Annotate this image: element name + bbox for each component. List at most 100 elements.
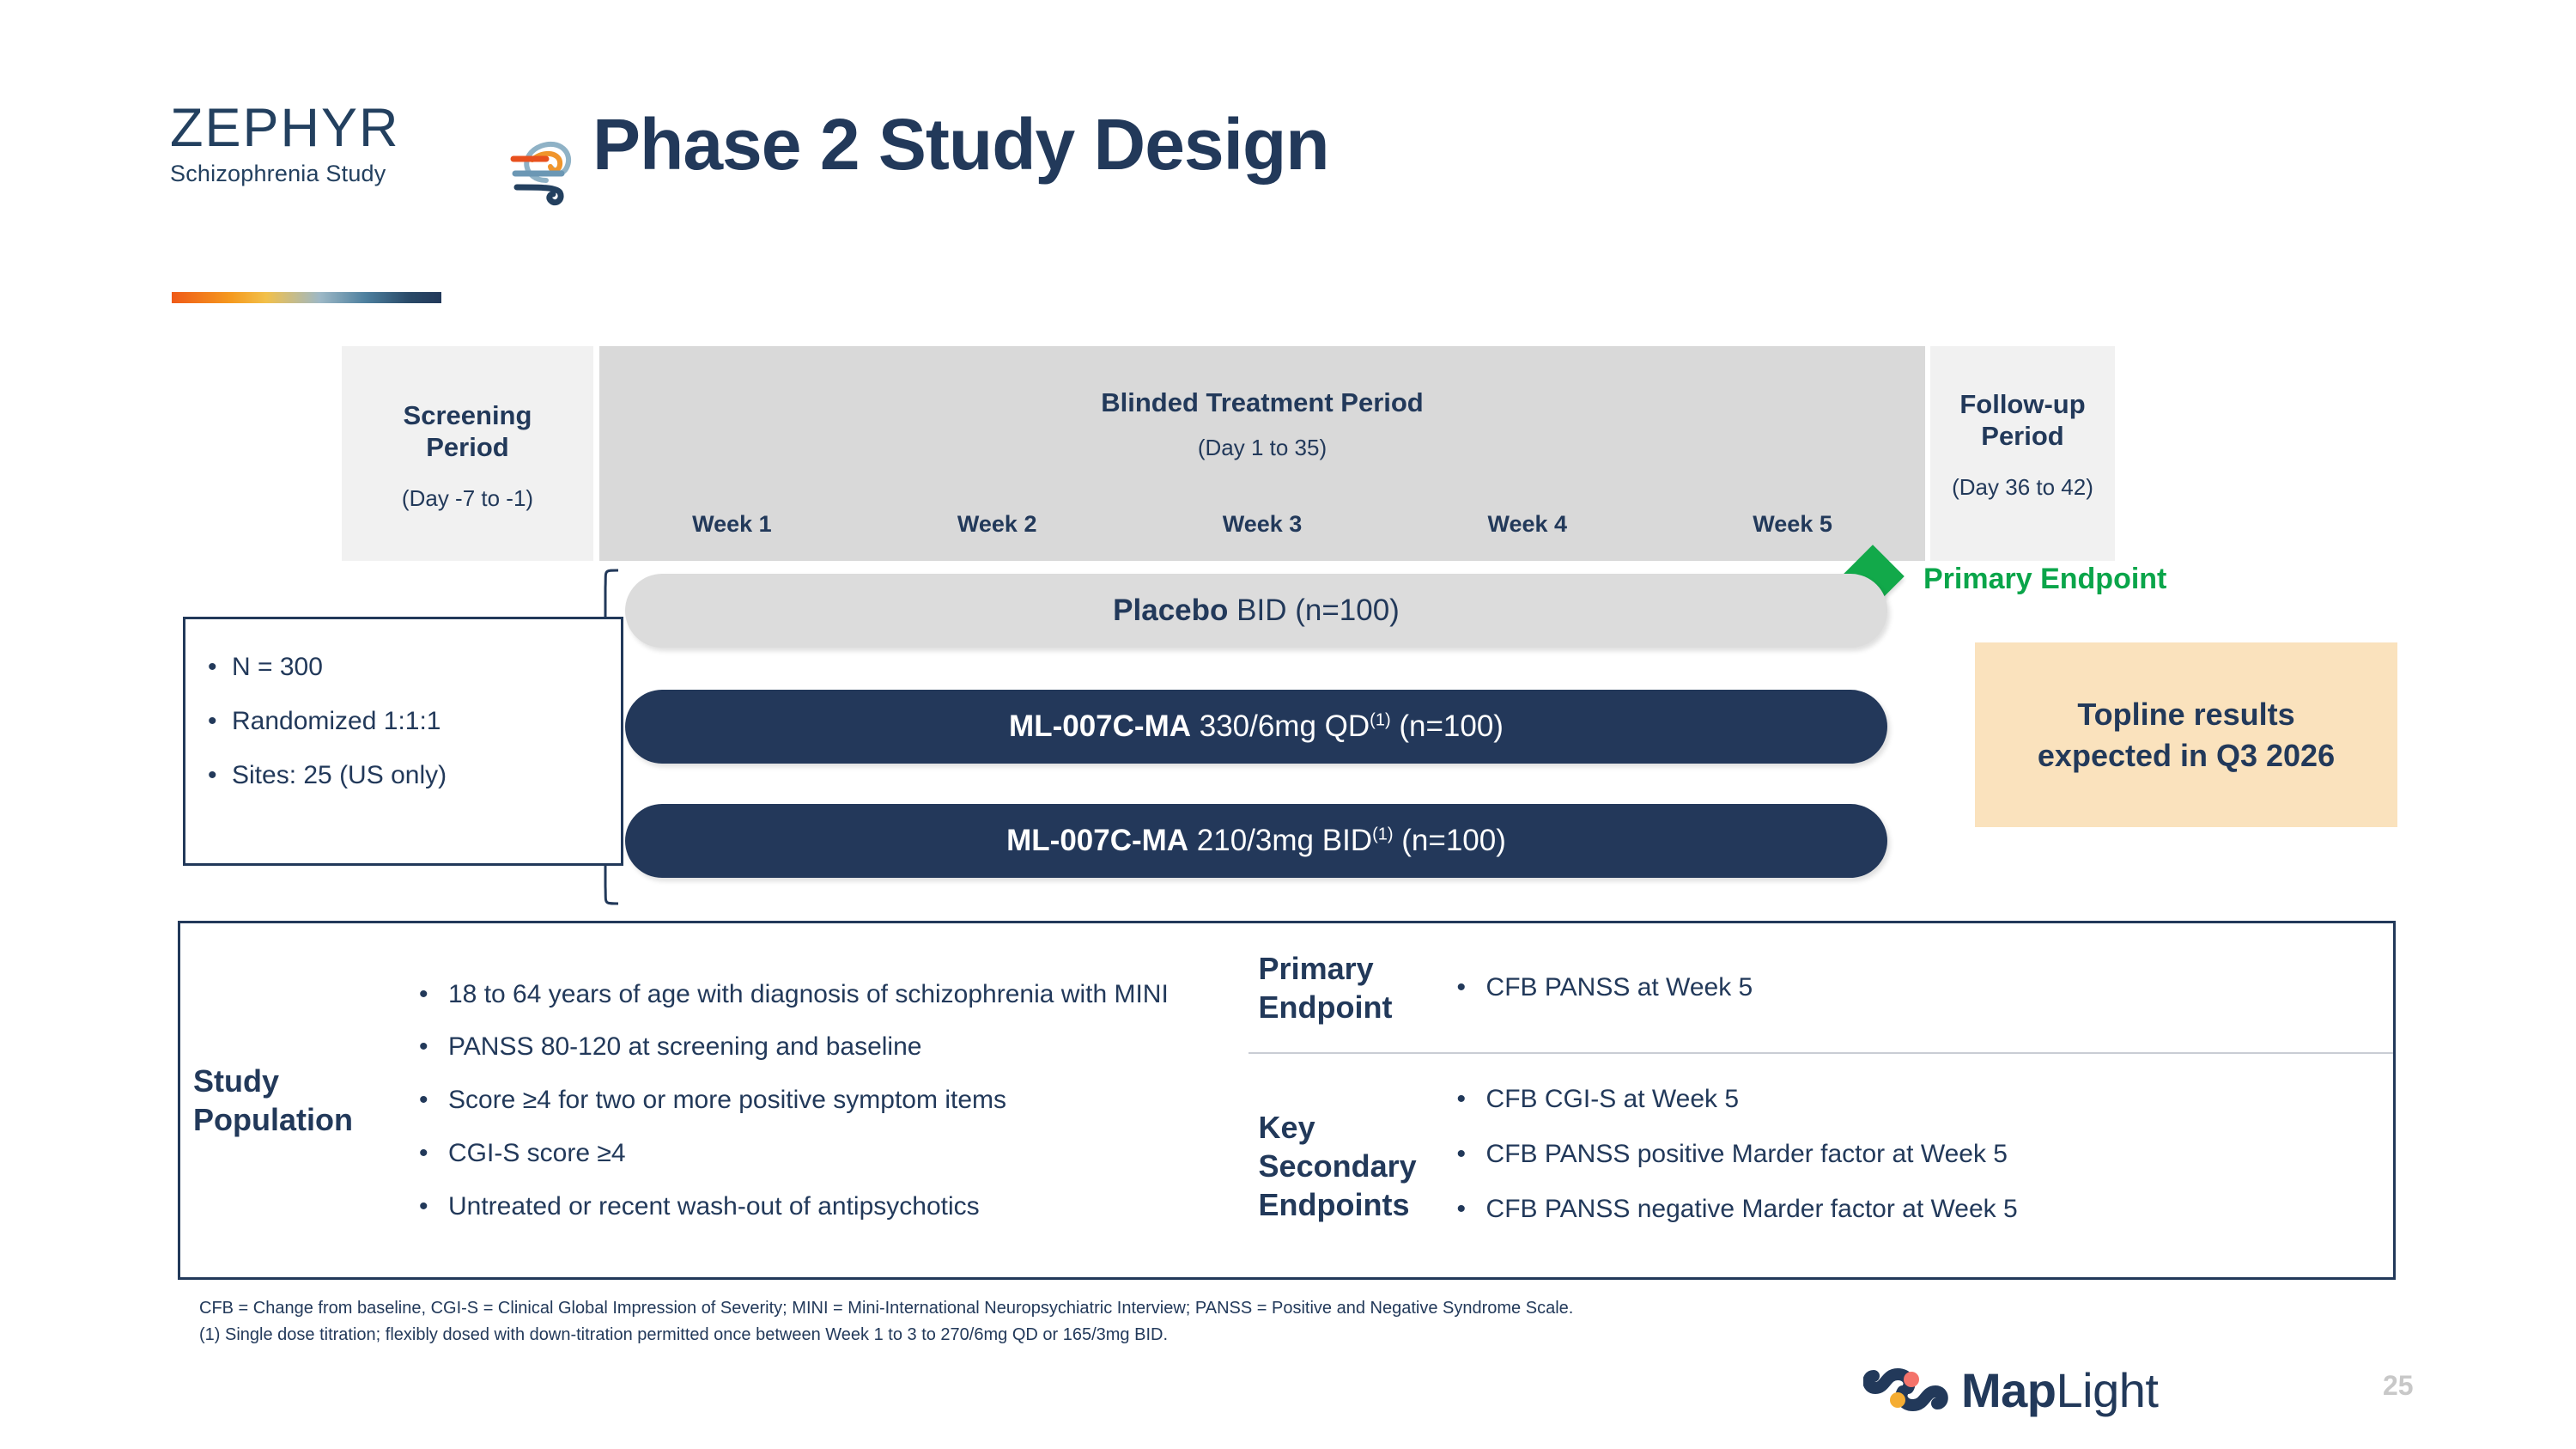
page-number: 25 [2383, 1370, 2414, 1401]
list-item: • CFB CGI-S at Week 5 [1457, 1083, 2393, 1116]
week-label: Week 1 [692, 511, 772, 537]
study-timeline: Screening Period (Day -7 to -1) Blinded … [342, 346, 2115, 561]
timeline-blinded-treatment-period: Blinded Treatment Period (Day 1 to 35) W… [599, 346, 1925, 561]
table-row-primary-endpoint: Primary Endpoint •CFB PANSS at Week 5 [1249, 923, 2393, 1052]
topline-line1: Topline results [2077, 696, 2295, 732]
arm-detail: 210/3mg BID [1188, 824, 1373, 857]
bullet-text: CFB PANSS negative Marder factor at Week… [1485, 1194, 2018, 1223]
sp-label-line1: Study [193, 1063, 280, 1099]
followup-title: Follow-up Period [1959, 389, 2085, 452]
bullet-text: CFB PANSS positive Marder factor at Week… [1485, 1140, 2008, 1169]
study-population-label: Study Population [180, 1062, 404, 1139]
week-label: Week 5 [1753, 511, 1832, 537]
info-item-text: N = 300 [232, 653, 323, 681]
study-population-bullets: • 18 to 64 years of age with diagnosis of… [404, 978, 1249, 1223]
blinded-title: Blinded Treatment Period [1101, 387, 1424, 417]
list-item: • N = 300 [208, 652, 621, 683]
key-secondary-label-cell: Key Secondary Endpoints [1249, 1108, 1433, 1224]
followup-title-line1: Follow-up [1959, 389, 2086, 419]
bullet-dot-icon: • [1456, 1085, 1467, 1114]
wind-swirl-icon [510, 141, 571, 206]
bullet-text: CFB PANSS at Week 5 [1485, 973, 1753, 1002]
ep-label-line2: Endpoint [1258, 989, 1393, 1025]
bullet-text: Untreated or recent wash-out of antipsyc… [448, 1191, 980, 1221]
timeline-screening-period: Screening Period (Day -7 to -1) [342, 346, 593, 561]
list-item: • CFB PANSS negative Marder factor at Wee… [1457, 1193, 2393, 1226]
topline-text: Topline results expected in Q3 2026 [2038, 694, 2335, 776]
primary-endpoint-bullets: •CFB PANSS at Week 5 [1433, 971, 2393, 1004]
list-item: • CFB PANSS positive Marder factor at Wee… [1457, 1138, 2393, 1171]
screening-title-line1: Screening [403, 400, 532, 430]
treatment-arms: Placebo BID (n=100) ML-007C-MA 330/6mg Q… [625, 574, 1887, 900]
maplight-logo: MapLight [1863, 1355, 2267, 1424]
bullet-dot-icon: • [419, 979, 428, 1008]
arm-detail: 330/6mg QD [1191, 709, 1370, 743]
footnotes: CFB = Change from baseline, CGI-S = Clin… [199, 1295, 2088, 1349]
arm-detail-tail: (n=100) [1393, 824, 1506, 857]
study-size-info-box: • N = 300 • Randomized 1:1:1 • Sites: 25 (U… [183, 617, 623, 866]
bullet-text: 18 to 64 years of age with diagnosis of … [448, 979, 1169, 1008]
treatment-arm-placebo: Placebo BID (n=100) [625, 574, 1887, 648]
week-labels-row: Week 1 Week 2 Week 3 Week 4 Week 5 [599, 511, 1925, 538]
accent-gradient-bar [172, 292, 441, 303]
footnote-abbreviations: CFB = Change from baseline, CGI-S = Clin… [199, 1299, 1574, 1318]
bullet-dot-icon: • [208, 653, 217, 681]
study-details-table: Study Population • 18 to 64 years of age … [178, 921, 2396, 1280]
list-item: • 18 to 64 years of age with diagnosis of… [419, 978, 1214, 1011]
screening-days: (Day -7 to -1) [401, 485, 534, 512]
ep-label-line1: Primary [1258, 951, 1374, 986]
info-item-text: Sites: 25 (US only) [232, 761, 447, 789]
page-title: Phase 2 Study Design [592, 104, 1330, 185]
key-secondary-bullets: • CFB CGI-S at Week 5 • CFB PANSS positive… [1433, 1083, 2393, 1247]
ks-label-line2: Endpoints [1258, 1186, 1410, 1222]
zephyr-subtitle: Schizophrenia Study [170, 161, 386, 186]
arm-name: ML-007C-MA [1006, 824, 1189, 857]
bullet-dot-icon: • [419, 1086, 428, 1115]
bullet-text: PANSS 80-120 at screening and baseline [448, 1032, 922, 1062]
blinded-days: (Day 1 to 35) [1197, 435, 1327, 460]
list-item: •CFB PANSS at Week 5 [1457, 971, 2393, 1004]
arm-detail-tail: (n=100) [1390, 709, 1504, 743]
followup-title-line2: Period [1981, 420, 2064, 451]
ks-label-line1: Key Secondary [1258, 1109, 1417, 1184]
footnote-dose-titration: (1) Single dose titration; flexibly dose… [199, 1325, 1168, 1344]
table-row-study-population: Study Population • 18 to 64 years of age … [180, 923, 1249, 1277]
list-item: • PANSS 80-120 at screening and baseline [419, 1031, 1214, 1063]
treatment-arm-ml007c-qd: ML-007C-MA 330/6mg QD(1) (n=100) [625, 690, 1887, 764]
maplight-wordmark: MapLight [1961, 1362, 2159, 1418]
bullet-text: CFB CGI-S at Week 5 [1485, 1085, 1740, 1114]
list-item: • CGI-S score ≥4 [419, 1137, 1214, 1170]
arm-footnote-ref: (1) [1372, 825, 1394, 844]
arm-detail: BID (n=100) [1228, 594, 1400, 627]
arm-name: ML-007C-MA [1009, 709, 1191, 743]
screening-title: Screening Period [404, 400, 532, 463]
zephyr-logo: ZEPHYR Schizophrenia Study [170, 101, 582, 204]
bullet-dot-icon: • [1456, 1194, 1467, 1223]
bullet-dot-icon: • [1456, 1140, 1467, 1169]
topline-line2: expected in Q3 2026 [2037, 737, 2336, 773]
screening-title-line2: Period [426, 431, 509, 462]
bullet-dot-icon: • [419, 1138, 428, 1167]
table-row-key-secondary-endpoints: Key Secondary Endpoints • CFB CGI-S at We… [1248, 1052, 2393, 1277]
treatment-arm-ml007c-bid: ML-007C-MA 210/3mg BID(1) (n=100) [625, 804, 1887, 878]
bullet-dot-icon: • [208, 707, 217, 735]
bullet-dot-icon: • [208, 761, 217, 789]
sp-label-line2: Population [193, 1102, 353, 1137]
list-item: • Randomized 1:1:1 [208, 706, 621, 737]
maplight-light: Light [2056, 1362, 2159, 1417]
arm-name: Placebo [1113, 594, 1229, 627]
topline-results-callout: Topline results expected in Q3 2026 [1975, 642, 2397, 827]
followup-days: (Day 36 to 42) [1952, 474, 2093, 501]
info-item-text: Randomized 1:1:1 [232, 707, 441, 735]
bullet-text: CGI-S score ≥4 [448, 1138, 626, 1167]
list-item: • Sites: 25 (US only) [208, 760, 621, 791]
maplight-mark-icon [1863, 1367, 1948, 1412]
arm-footnote-ref: (1) [1370, 710, 1391, 730]
maplight-map: Map [1961, 1362, 2057, 1417]
list-item: •Untreated or recent wash-out of antipsy… [419, 1190, 1214, 1223]
bullet-dot-icon: • [419, 1032, 428, 1062]
bullet-text: Score ≥4 for two or more positive sympto… [448, 1086, 1006, 1115]
week-label: Week 3 [1222, 511, 1303, 537]
primary-endpoint-label: Primary Endpoint [1923, 563, 2167, 595]
week-label: Week 2 [957, 511, 1037, 537]
